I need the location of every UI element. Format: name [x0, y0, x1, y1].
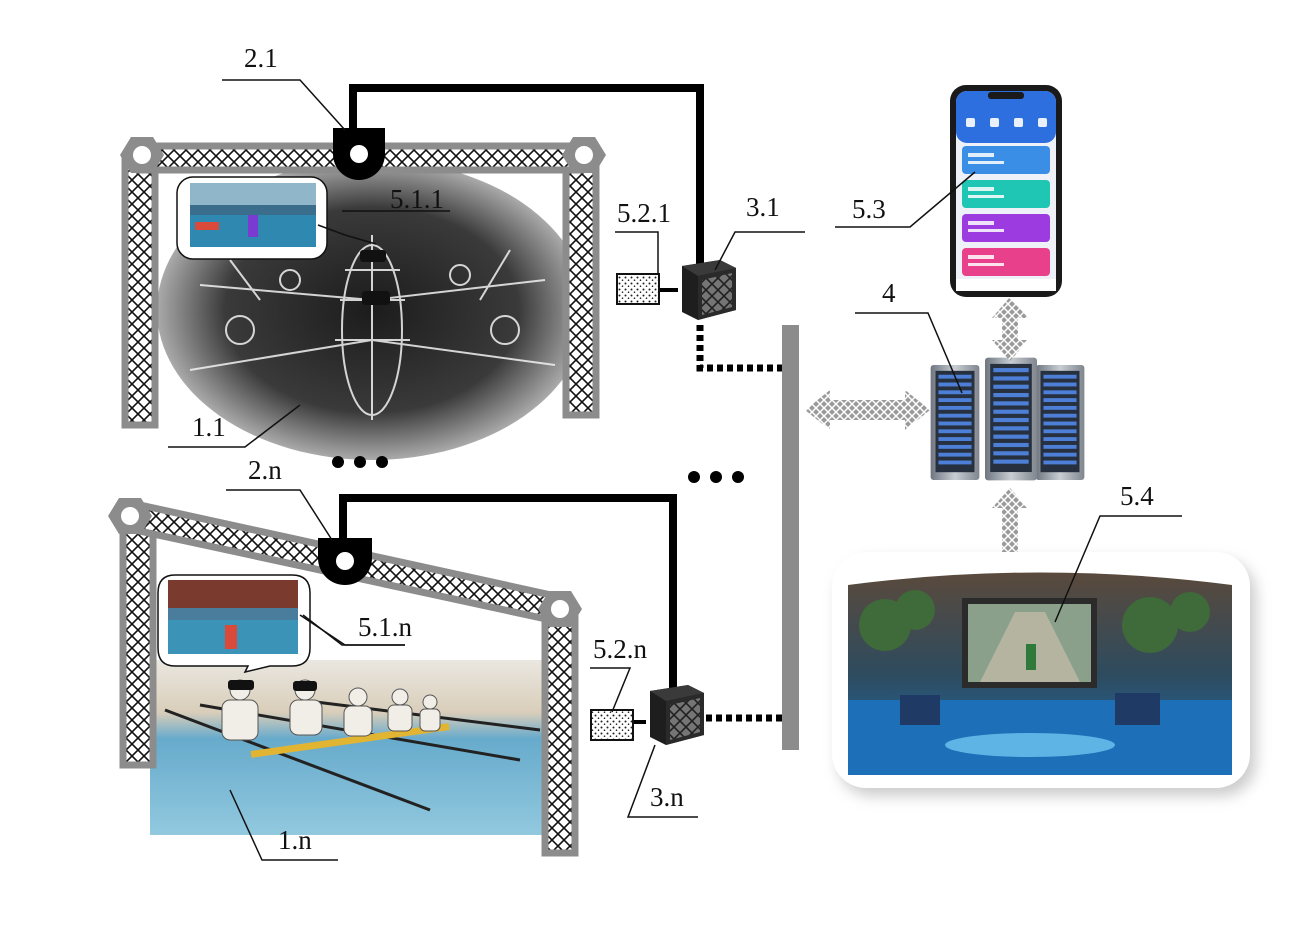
vr-screen-n — [157, 574, 405, 674]
label-host-1: 3.1 — [746, 192, 780, 222]
leader-lines — [168, 79, 1182, 861]
sensor-module-icon — [616, 273, 660, 305]
label-sensor-n: 5.2.n — [593, 634, 648, 664]
vr-headset-icon — [228, 680, 254, 690]
host-computer-n — [632, 685, 704, 745]
mobile-app — [950, 85, 1062, 297]
label-screen-1: 5.1.1 — [390, 184, 444, 214]
label-screen-n: 5.1.n — [358, 612, 413, 642]
computer-host-icon — [682, 260, 736, 320]
sensor-mount-n — [318, 494, 677, 694]
arena-big-screen — [832, 552, 1256, 796]
station-1-frame — [120, 137, 606, 429]
station-n-scene — [150, 660, 545, 835]
computer-host-icon — [650, 685, 704, 745]
vr-headset-icon — [293, 681, 317, 691]
server-cluster — [930, 357, 1085, 481]
server-rack-icon — [1035, 365, 1085, 480]
sensor-module-1 — [616, 273, 660, 305]
double-arrow-icon — [992, 297, 1028, 361]
label-mobile: 5.3 — [852, 194, 886, 224]
server-rack-icon — [985, 357, 1037, 481]
sensor-module-n — [590, 709, 634, 741]
server-rack-icon — [930, 365, 980, 480]
label-sensor-1: 5.2.1 — [617, 198, 671, 228]
host-computer-1 — [660, 260, 736, 320]
sensor-mount-1 — [333, 84, 704, 272]
label-host-n: 3.n — [650, 782, 684, 812]
label-station-1: 1.1 — [192, 412, 226, 442]
component-labels: 2.1 5.1.1 1.1 5.2.1 3.1 5.3 4 2.n 5.1.n … — [192, 43, 1154, 855]
vr-screen-1 — [176, 176, 377, 260]
ellipsis-hosts — [688, 471, 744, 483]
network-link-1 — [696, 325, 792, 372]
sensor-module-icon — [590, 709, 634, 741]
network-bus — [782, 325, 799, 750]
label-server: 4 — [882, 278, 896, 308]
vr-headset-icon — [362, 291, 390, 305]
vr-headset-icon — [360, 250, 386, 262]
double-arrow-icon — [805, 390, 930, 430]
label-station-n: 1.n — [278, 825, 312, 855]
double-arrow-icon — [992, 488, 1028, 598]
label-mount-1: 2.1 — [244, 43, 278, 73]
label-big-screen: 5.4 — [1120, 481, 1154, 511]
ellipsis-stations — [332, 456, 388, 468]
label-mount-n: 2.n — [248, 455, 282, 485]
